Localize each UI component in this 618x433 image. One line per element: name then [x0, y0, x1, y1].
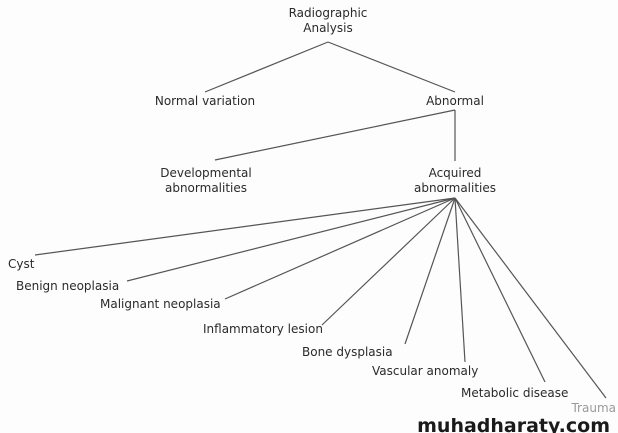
edge-acquired-child [321, 197, 456, 326]
node-acquired-line1: Acquired [429, 166, 482, 180]
edge-acquired-child [404, 197, 456, 345]
node-acquired-line2: abnormalities [414, 181, 496, 195]
node-acquired-child: Bone dysplasia [302, 345, 393, 359]
edge-acquired-child [454, 197, 466, 363]
node-developmental-line1: Developmental [160, 166, 251, 180]
edges [204, 41, 456, 161]
edge-root-abnormal [327, 41, 456, 93]
node-acquired-child: Vascular anomaly [372, 364, 478, 378]
node-abnormal: Abnormal [426, 94, 484, 108]
node-acquired-child: Cyst [8, 257, 35, 271]
edge-acquired-child [126, 197, 456, 282]
node-acquired-child: Benign neoplasia [16, 279, 119, 293]
edge-acquired-child [454, 197, 607, 399]
watermark: muhadharaty.com [417, 415, 610, 433]
edge-acquired-child [34, 197, 456, 256]
node-normal-variation: Normal variation [155, 94, 255, 108]
edge-root-normal [204, 41, 329, 93]
edge-acquired-child [454, 197, 546, 383]
edge-acquired-child [224, 197, 456, 300]
node-acquired-child: Metabolic disease [461, 386, 568, 400]
edge-abnormal-developmental [214, 109, 456, 161]
node-developmental-line2: abnormalities [165, 181, 247, 195]
root-node-line2: Analysis [303, 21, 352, 35]
root-node-line1: Radiographic [289, 6, 368, 20]
node-acquired-child: Inflammatory lesion [203, 322, 323, 336]
node-acquired-child: Malignant neoplasia [100, 297, 221, 311]
node-acquired-child: Trauma [570, 401, 616, 415]
